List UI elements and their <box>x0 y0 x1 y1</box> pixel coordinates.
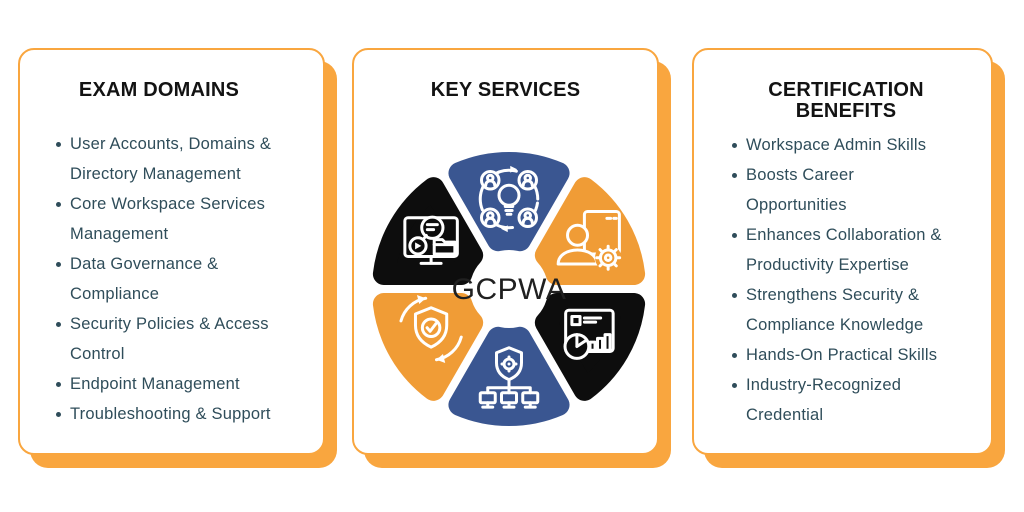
list-item-line: Boosts Career <box>746 166 855 184</box>
certification-benefits-title: CERTIFICATION BENEFITS <box>733 80 959 122</box>
list-item: Enhances Collaboration & Productivity Ex… <box>732 220 971 280</box>
list-item-line: Industry-Recognized <box>746 376 902 394</box>
analytics-dashboard-icon <box>563 308 615 360</box>
list-item-line: Data Governance & <box>70 255 219 273</box>
certification-benefits-list: Workspace Admin Skills Boosts Career Opp… <box>732 130 971 430</box>
list-item-line: Credential <box>746 406 824 424</box>
certification-benefits-panel: CERTIFICATION BENEFITS Workspace Admin S… <box>692 48 993 455</box>
team-collaboration-icon <box>478 165 540 233</box>
list-item-line: Compliance Knowledge <box>746 316 924 334</box>
list-item-line: Core Workspace Services <box>70 195 266 213</box>
title-line: CERTIFICATION <box>768 79 924 101</box>
key-services-panel: KEY SERVICES <box>352 48 659 455</box>
list-item-line: Endpoint Management <box>70 375 240 393</box>
list-item-line: Security Policies & Access <box>70 315 269 333</box>
list-item: Data Governance & Compliance <box>56 249 297 309</box>
list-item-line: Control <box>70 345 125 363</box>
list-item-line: Enhances Collaboration & <box>746 226 942 244</box>
security-compliance-icon <box>399 295 463 363</box>
list-item: Core Workspace Services Management <box>56 189 297 249</box>
list-item-line: Productivity Expertise <box>746 256 910 274</box>
user-admin-settings-icon <box>556 210 622 271</box>
list-item: Hands-On Practical Skills <box>732 340 971 370</box>
list-item-line: Hands-On Practical Skills <box>746 346 938 364</box>
list-item-line: User Accounts, Domains & <box>70 135 272 153</box>
list-item: Strengthens Security & Compliance Knowle… <box>732 280 971 340</box>
list-item: Boosts Career Opportunities <box>732 160 971 220</box>
exam-domains-card: EXAM DOMAINS User Accounts, Domains & Di… <box>18 48 337 468</box>
list-item-line: Opportunities <box>746 196 847 214</box>
title-line: BENEFITS <box>795 100 897 122</box>
list-item-line: Workspace Admin Skills <box>746 136 927 154</box>
list-item-line: Management <box>70 225 169 243</box>
exam-domains-title: EXAM DOMAINS <box>78 79 240 101</box>
list-item-line: Troubleshooting & Support <box>70 405 271 423</box>
key-services-title: KEY SERVICES <box>430 79 581 101</box>
center-acronym-label: GCPWA <box>452 273 567 306</box>
network-security-icon <box>478 346 540 409</box>
certification-benefits-card: CERTIFICATION BENEFITS Workspace Admin S… <box>692 48 1005 468</box>
key-services-card: KEY SERVICES <box>352 48 671 468</box>
list-item: Workspace Admin Skills <box>732 130 971 160</box>
exam-domains-panel: EXAM DOMAINS User Accounts, Domains & Di… <box>18 48 325 455</box>
list-item: Endpoint Management <box>56 369 297 399</box>
list-item: Security Policies & Access Control <box>56 309 297 369</box>
list-item: User Accounts, Domains & Directory Manag… <box>56 129 297 189</box>
exam-domains-list: User Accounts, Domains & Directory Manag… <box>56 129 297 429</box>
list-item-line: Compliance <box>70 285 160 303</box>
content-media-icon <box>403 215 459 265</box>
list-item: Troubleshooting & Support <box>56 399 297 429</box>
key-services-hexagon-diagram: GCPWA <box>372 152 646 426</box>
list-item-line: Strengthens Security & <box>746 286 920 304</box>
list-item-line: Directory Management <box>70 165 241 183</box>
petal-bottom <box>448 326 570 426</box>
list-item: Industry-Recognized Credential <box>732 370 971 430</box>
